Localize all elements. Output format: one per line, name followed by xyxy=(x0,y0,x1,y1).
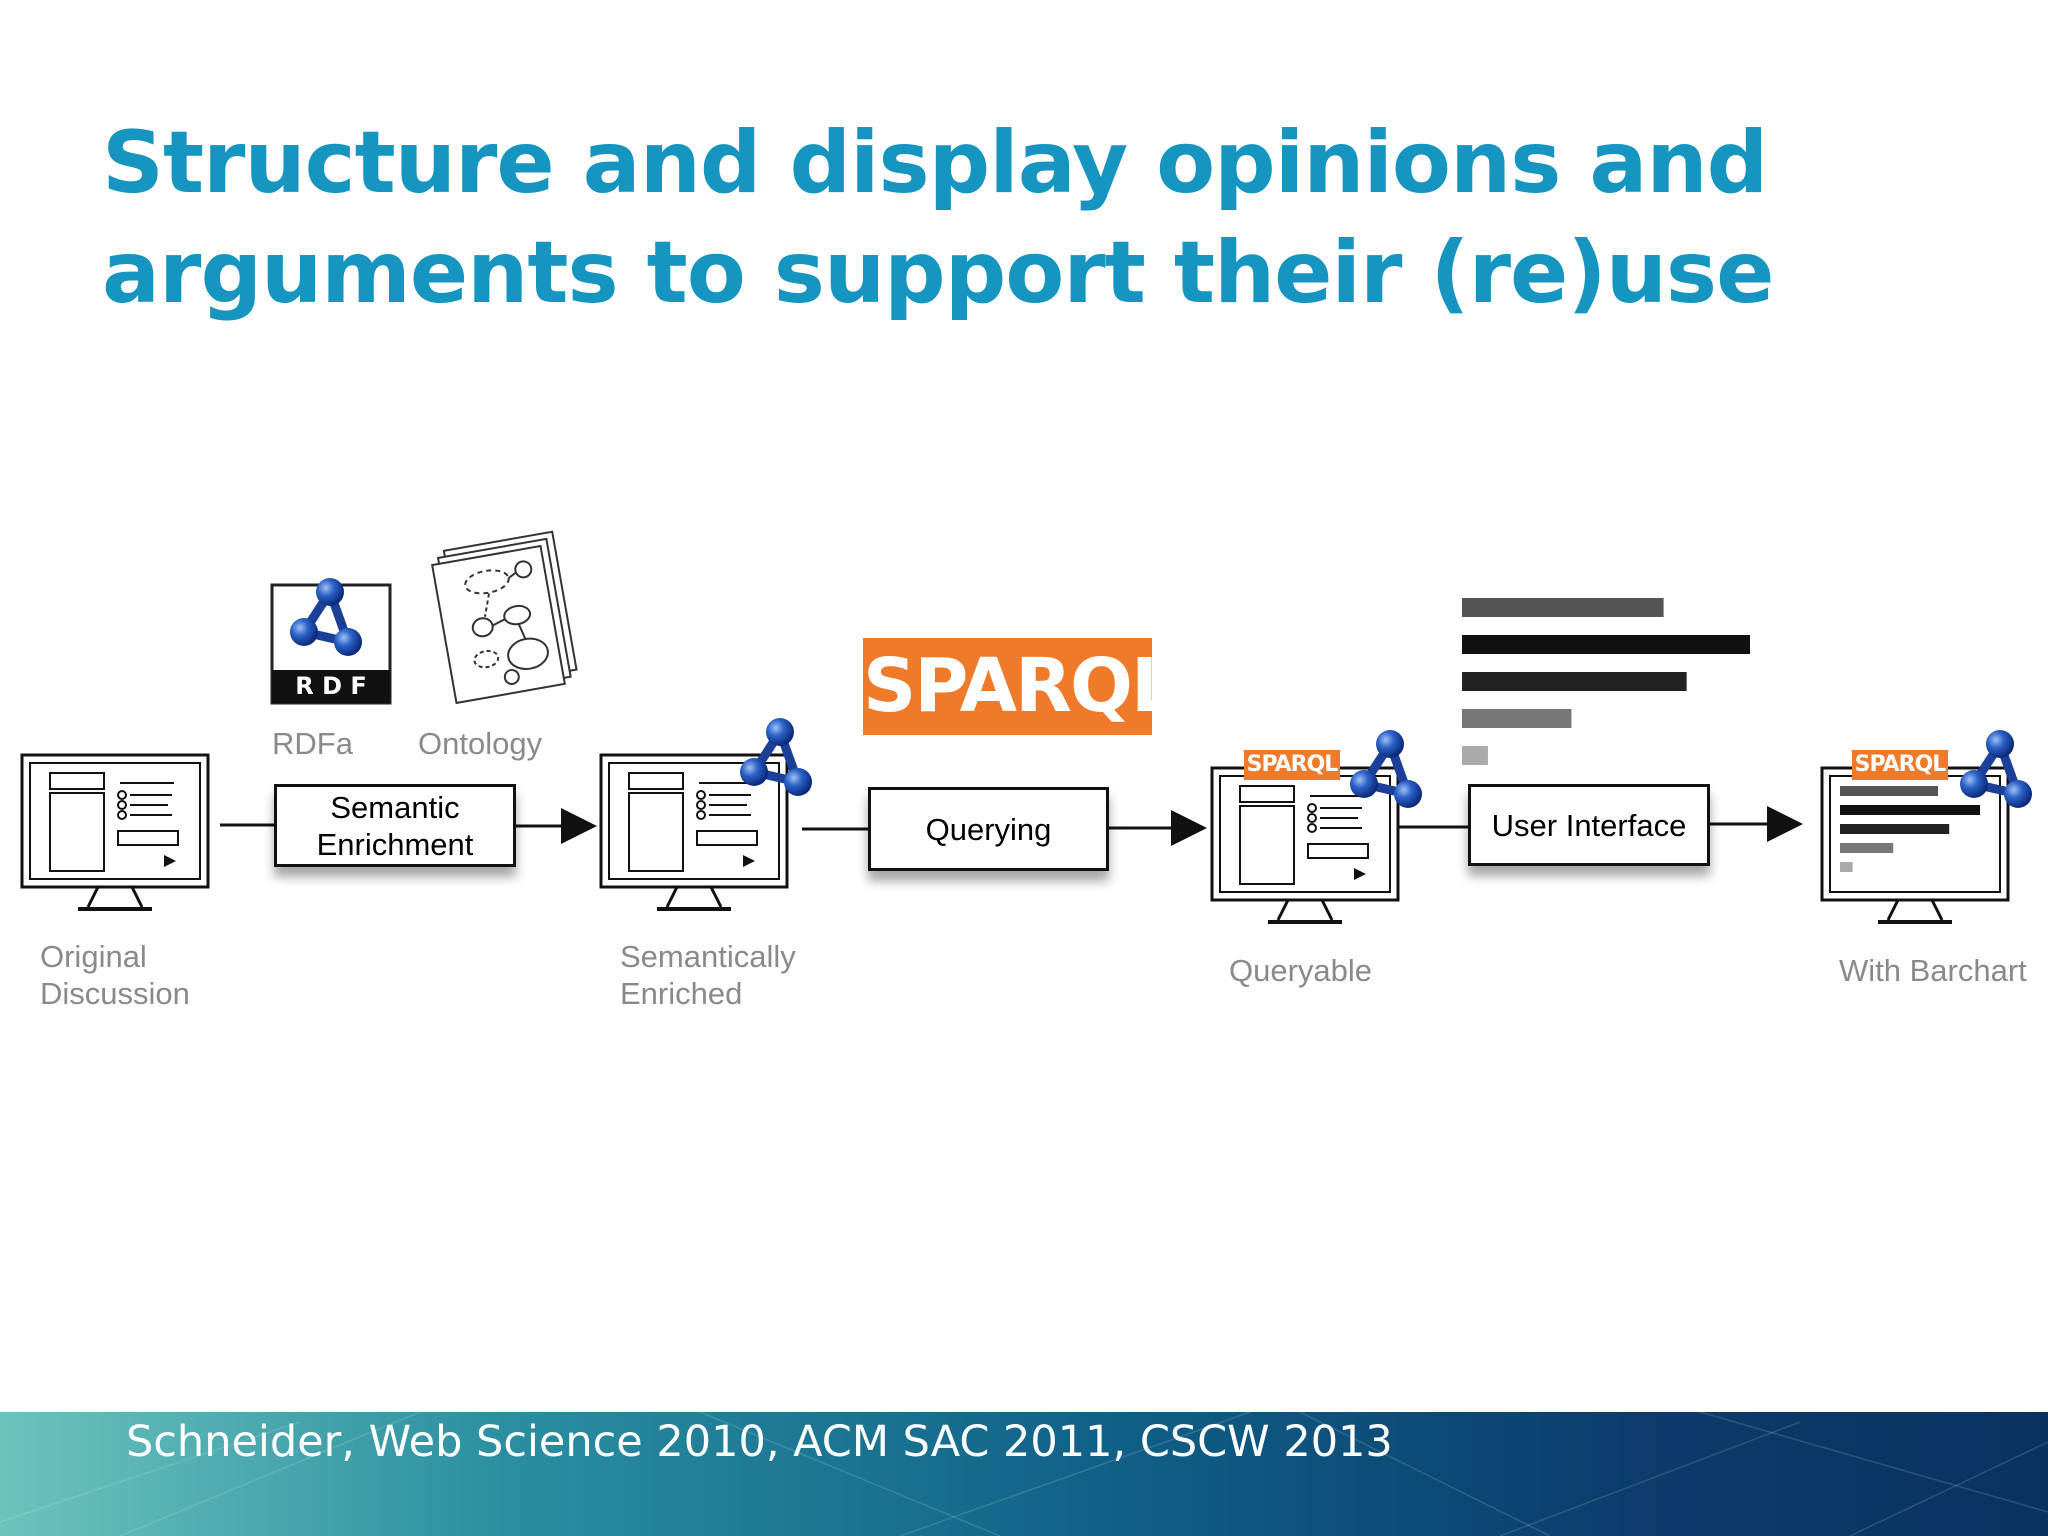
stage-label-enriched: Semantically Enriched xyxy=(620,939,796,1011)
stage-label-queryable: Queryable xyxy=(1229,953,1373,988)
bar-1 xyxy=(1840,786,1938,796)
bar-4 xyxy=(1840,843,1894,853)
ontology-label: Ontology xyxy=(418,726,543,761)
rdf-logo-icon xyxy=(270,578,392,705)
bar-4 xyxy=(1462,709,1572,728)
stage-label-original: Original Discussion xyxy=(40,939,190,1011)
rdfa-label: RDFa xyxy=(272,726,353,761)
user-interface-box: User Interface xyxy=(1468,784,1710,866)
bar-3 xyxy=(1462,672,1687,691)
bar-3 xyxy=(1840,824,1950,834)
sparql-badge-barchart: SPARQL xyxy=(1852,750,1948,780)
user-interface-label: User Interface xyxy=(1491,807,1687,843)
sparql-badge-queryable: SPARQL xyxy=(1244,750,1340,780)
footer-band xyxy=(0,1412,2048,1536)
bar-2 xyxy=(1840,805,1980,815)
querying-box: Querying xyxy=(868,787,1109,871)
barchart-illustration xyxy=(1462,598,1750,765)
querying-label: Querying xyxy=(925,811,1052,847)
rdf-logo-text: R D F xyxy=(295,672,367,700)
footer-decoration xyxy=(0,1412,2048,1536)
title-line-1: Structure and display opinions and xyxy=(102,113,1768,213)
bar-5 xyxy=(1840,862,1853,872)
mini-barchart xyxy=(1840,786,1980,872)
slide-title: Structure and display opinions and argum… xyxy=(102,108,1902,328)
semantic-enrichment-box: Semantic Enrichment xyxy=(274,784,516,867)
bar-5 xyxy=(1462,746,1488,765)
citation-text: Schneider, Web Science 2010, ACM SAC 201… xyxy=(126,1417,1393,1467)
title-line-2: arguments to support their (re)use xyxy=(102,223,1774,323)
ontology-sketch-icon xyxy=(431,530,578,705)
semantic-enrichment-label: Semantic Enrichment xyxy=(316,789,474,862)
sparql-logo: SPARQL xyxy=(863,638,1178,735)
bar-1 xyxy=(1462,598,1664,617)
monitor-barchart-icon xyxy=(1820,766,2010,924)
bar-2 xyxy=(1462,635,1750,654)
stage-label-barchart: With Barchart xyxy=(1839,953,2027,988)
monitor-original-icon xyxy=(20,753,210,911)
